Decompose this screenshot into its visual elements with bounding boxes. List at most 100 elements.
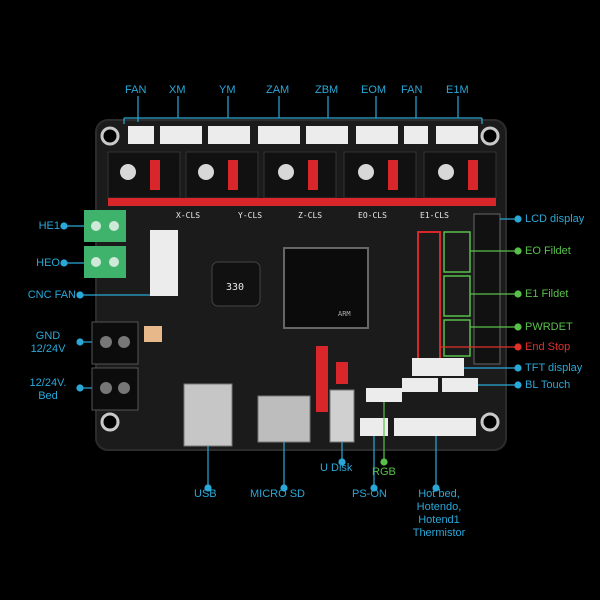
label-gnd: GND 12/24V [30, 330, 66, 355]
terminal-screw [109, 257, 119, 267]
leader-lines-green [380, 247, 522, 466]
label-micro-sd: MICRO SD [250, 488, 305, 500]
label-zam: ZAM [266, 84, 290, 96]
label-ps-on: PS-ON [352, 488, 387, 500]
top-connectors [128, 126, 478, 144]
center-jumper [336, 362, 348, 384]
label-fan: FAN [125, 84, 147, 96]
driver-red-jumper [150, 160, 160, 190]
label-ym: YM [219, 84, 236, 96]
mounting-holes [100, 126, 500, 432]
label-zbm: ZBM [315, 84, 339, 96]
leader-dot [204, 484, 212, 492]
label-xm: XM [169, 84, 186, 96]
leader-dot [60, 222, 68, 230]
fuse [144, 326, 162, 342]
terminal-screw [91, 221, 101, 231]
usb-port [183, 383, 233, 447]
leader-dot [280, 484, 288, 492]
rgb-header [366, 388, 402, 402]
leader-dot [514, 343, 522, 351]
label-bl-touch: BL Touch [525, 379, 571, 391]
gnd-terminal [91, 321, 139, 365]
heo-terminal [84, 246, 126, 278]
driver-e0 [343, 151, 417, 199]
label-he1: HE1 [38, 220, 60, 232]
leader-dot [514, 323, 522, 331]
u-disk-port [329, 389, 355, 443]
mounting-hole [100, 412, 120, 432]
lcd-header [473, 213, 501, 365]
leader-dot [60, 259, 68, 267]
terminal-screw [100, 336, 112, 348]
mcu-chip [283, 247, 369, 329]
right-headers [412, 213, 501, 376]
capacitor [120, 164, 136, 180]
leader-dot [514, 215, 522, 223]
label-eo-fildet: EO Fildet [525, 245, 571, 257]
leader-dot [380, 458, 388, 466]
driver-slots [107, 151, 497, 206]
fan-connector [128, 126, 154, 144]
leader-dot [432, 484, 440, 492]
label-eom: EOM [361, 84, 387, 96]
xm-connector [160, 126, 202, 144]
label-heo: HEO [36, 257, 60, 269]
label-u-disk: U Disk [320, 462, 353, 474]
capacitor [278, 164, 294, 180]
leader-dot [370, 484, 378, 492]
terminal-screw [109, 221, 119, 231]
heater-terminals [84, 210, 126, 278]
zam-connector [258, 126, 300, 144]
mounting-hole [480, 412, 500, 432]
eom-connector [356, 126, 398, 144]
label-thermistor: Hot bed, Hotendo, Hotend1 Thermistor [412, 488, 466, 539]
terminal-screw [118, 336, 130, 348]
he1-terminal [84, 210, 126, 242]
driver-silk-e1: E1-CLS [420, 211, 449, 220]
e1-fildet-header [443, 275, 471, 317]
leader-lines [60, 96, 522, 492]
label-e1-fildet: E1 Fildet [525, 288, 569, 300]
driver-red-jumper [228, 160, 238, 190]
label-fan-2: FAN [401, 84, 423, 96]
inductor-label: 330 [226, 282, 244, 293]
label-usb: USB [194, 488, 217, 500]
driver-silk-e0: EO-CLS [358, 211, 387, 220]
driver-y [185, 151, 259, 199]
driver-red-jumper [468, 160, 478, 190]
tft-header [412, 358, 464, 376]
driver-z [263, 151, 337, 199]
leader-lines-red [440, 343, 522, 351]
label-e1m: E1M [446, 84, 469, 96]
label-rgb: RGB [372, 466, 396, 478]
leader-dot [76, 384, 84, 392]
micro-sd-slot [257, 395, 311, 443]
driver-red-jumper [308, 160, 318, 190]
fan2-connector [404, 126, 428, 144]
driver-red-jumper [388, 160, 398, 190]
label-pwrdet: PWRDET [525, 321, 573, 333]
driver-header-row [108, 198, 496, 206]
bl-touch-header [402, 378, 438, 392]
terminal-screw [91, 257, 101, 267]
driver-silk-y: Y-CLS [238, 211, 262, 220]
label-bed: 12/24V. Bed [29, 377, 67, 402]
zbm-connector [306, 126, 348, 144]
bed-terminal [91, 367, 139, 411]
cnc-fan-connector [150, 230, 178, 296]
inductor [211, 261, 261, 307]
leader-dot [514, 381, 522, 389]
capacitor [438, 164, 454, 180]
e1m-connector [436, 126, 478, 144]
label-end-stop: End Stop [525, 341, 571, 353]
capacitor [198, 164, 214, 180]
label-cnc-fan: CNC FAN [27, 289, 76, 301]
terminal-screw [100, 382, 112, 394]
terminal-screw [118, 382, 130, 394]
eo-fildet-header [443, 231, 471, 273]
capacitor [358, 164, 374, 180]
bl-touch-header-2 [442, 378, 478, 392]
power-terminals [91, 321, 162, 411]
